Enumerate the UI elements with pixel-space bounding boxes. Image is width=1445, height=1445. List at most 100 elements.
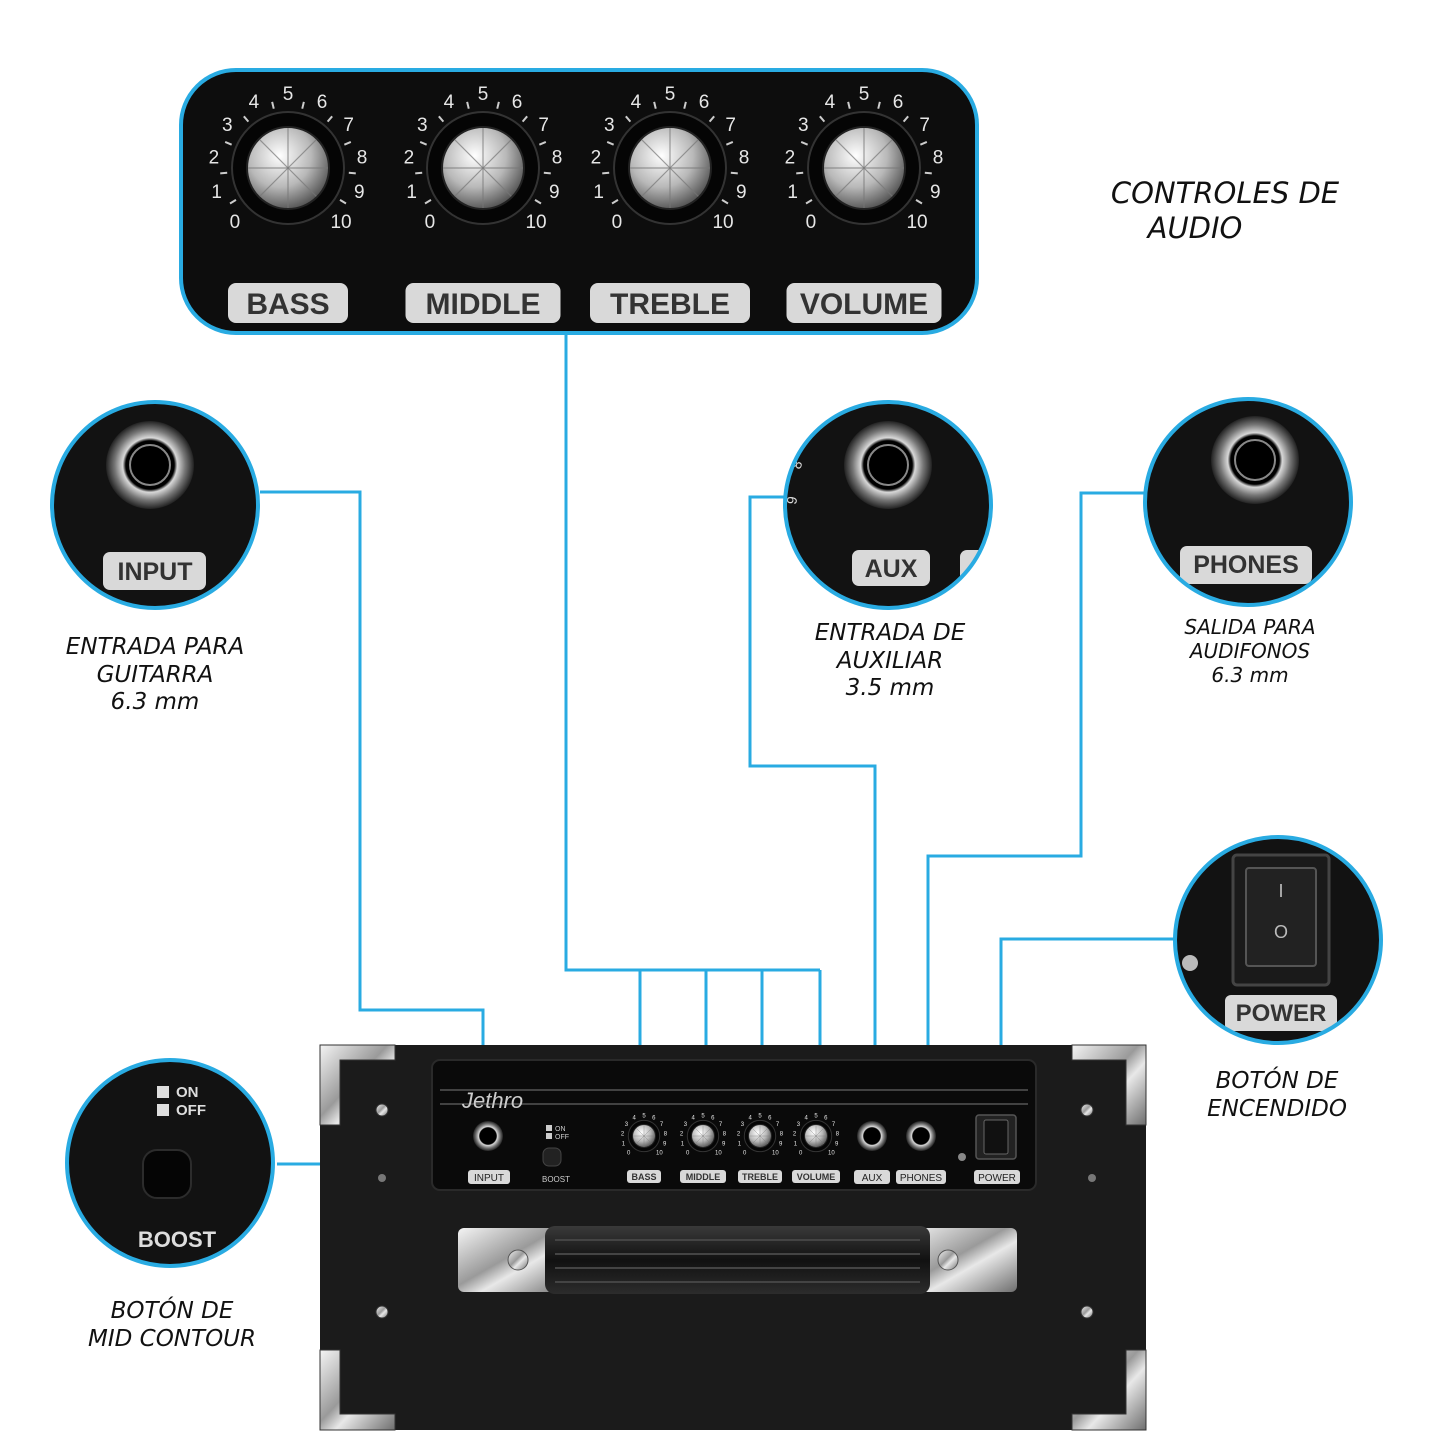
panel-middle-scale-1: 1: [406, 182, 417, 203]
panel-volume-scale-2: 2: [785, 147, 796, 168]
amp-treble-scale-7: 7: [776, 1122, 780, 1128]
amp-control-panel: [431, 1059, 1037, 1191]
amp-middle-label: MIDDLE: [686, 1172, 721, 1182]
amp-bass-scale-3: 3: [625, 1122, 629, 1128]
amp-middle-scale-9: 9: [722, 1142, 726, 1148]
amp-middle-scale-6: 6: [711, 1116, 715, 1122]
amp-boost-on: ON: [555, 1126, 566, 1133]
caption-input: ENTRADA PARA GUITARRA 6.3 mm: [50, 634, 260, 717]
panel-middle-scale-2: 2: [404, 147, 415, 168]
caption-audio-controls-line-1: CONTROLES DE: [1110, 176, 1340, 210]
caption-phones-line-2: AUDIFONOS: [1189, 639, 1311, 663]
panel-volume-scale-7: 7: [919, 115, 930, 136]
callout-aux: 8 9 AUX: [783, 400, 993, 610]
connector-input: [260, 490, 485, 1115]
caption-boost-line-2: MID CONTOUR: [88, 1325, 256, 1352]
boost-button-icon: [142, 1149, 192, 1199]
panel-volume-scale-0: 0: [806, 212, 817, 233]
caption-power-line-1: BOTÓN DE: [1215, 1068, 1339, 1094]
caption-phones-line-1: SALIDA PARA: [1184, 615, 1316, 639]
amp-aux-jack[interactable]: [857, 1121, 887, 1151]
caption-input-line-1: ENTRADA PARA: [65, 634, 245, 660]
amp-volume-scale-10: 10: [828, 1150, 835, 1156]
panel-bass-scale-10: 10: [330, 212, 351, 233]
panel-middle-scale-4: 4: [444, 92, 455, 113]
caption-aux-line-2: AUXILIAR: [836, 647, 944, 674]
panel-middle-scale-0: 0: [425, 212, 436, 233]
panel-treble-scale-6: 6: [699, 92, 710, 113]
amp-middle-scale-1: 1: [681, 1142, 685, 1148]
caption-input-line-2: GUITARRA: [96, 661, 214, 688]
amp-middle-scale-10: 10: [715, 1150, 722, 1156]
caption-audio-controls: CONTROLES DE AUDIO: [1090, 176, 1360, 246]
amp-bass-scale-10: 10: [656, 1150, 663, 1156]
panel-treble-scale-3: 3: [604, 115, 615, 136]
amp-treble-scale-10: 10: [772, 1150, 779, 1156]
amp-volume-scale-3: 3: [797, 1122, 801, 1128]
panel-treble-scale-7: 7: [725, 115, 736, 136]
panel-middle-scale-10: 10: [525, 212, 546, 233]
amp-power-switch[interactable]: [983, 1119, 1009, 1155]
callout-phones-label: PHONES: [1193, 551, 1299, 579]
carry-handle[interactable]: [458, 1226, 1017, 1294]
amp-input-label: INPUT: [474, 1173, 504, 1184]
caption-aux-line-3: 3.5 mm: [845, 675, 935, 702]
amp-bass-scale-0: 0: [627, 1150, 631, 1156]
callout-boost: ON OFF BOOST: [65, 1058, 275, 1268]
amp-treble-scale-1: 1: [738, 1142, 742, 1148]
panel-bass-scale-3: 3: [222, 115, 233, 136]
amp-volume-scale-1: 1: [794, 1142, 798, 1148]
caption-aux: ENTRADA DE AUXILIAR 3.5 mm: [785, 620, 995, 703]
amp-bass-scale-7: 7: [660, 1122, 664, 1128]
panel-volume-scale-1: 1: [787, 182, 798, 203]
amp-brand-logo: Jethro: [461, 1088, 523, 1113]
panel-bass-scale-5: 5: [283, 84, 294, 105]
amp-phones-jack[interactable]: [906, 1121, 936, 1151]
caption-aux-line-1: ENTRADA DE: [814, 620, 966, 646]
connector-aux: [748, 495, 877, 1112]
amp-input-jack[interactable]: [473, 1121, 503, 1151]
panel-volume-scale-9: 9: [930, 182, 941, 203]
amp-treble-scale-0: 0: [743, 1150, 747, 1156]
panel-volume-scale-8: 8: [933, 147, 944, 168]
amp-boost-button[interactable]: [542, 1147, 562, 1167]
amp-volume-label: VOLUME: [797, 1172, 836, 1182]
amp-bass-scale-1: 1: [622, 1142, 626, 1148]
callout-input-label: INPUT: [118, 558, 193, 586]
amp-volume-scale-4: 4: [804, 1116, 808, 1122]
panel-volume-label: VOLUME: [800, 288, 928, 321]
panel-middle-scale-6: 6: [512, 92, 523, 113]
callout-power-label: POWER: [1236, 1000, 1327, 1027]
amp-boost-off: OFF: [555, 1134, 569, 1141]
amp-power-label: POWER: [978, 1173, 1016, 1184]
amp-volume-scale-6: 6: [824, 1116, 828, 1122]
panel-treble-scale-4: 4: [631, 92, 642, 113]
caption-input-line-3: 6.3 mm: [110, 689, 200, 716]
amp-middle-scale-3: 3: [684, 1122, 688, 1128]
panel-volume-scale-6: 6: [893, 92, 904, 113]
amp-bass-scale-6: 6: [652, 1116, 656, 1122]
callout-power: I O POWER: [1173, 835, 1383, 1045]
caption-boost: BOTÓN DE MID CONTOUR: [62, 1298, 282, 1353]
caption-phones-line-3: 6.3 mm: [1211, 663, 1289, 687]
panel-volume-scale-4: 4: [825, 92, 836, 113]
panel-treble-scale-9: 9: [736, 182, 747, 203]
amp-bass-scale-5: 5: [642, 1113, 646, 1119]
amp-middle-scale-8: 8: [723, 1132, 727, 1138]
connector-controls: [564, 333, 820, 972]
callout-boost-on: ON: [176, 1084, 199, 1101]
panel-treble-label: TREBLE: [610, 288, 730, 321]
panel-middle-scale-8: 8: [552, 147, 563, 168]
panel-treble-scale-8: 8: [739, 147, 750, 168]
amp-boost-label: BOOST: [542, 1175, 570, 1184]
panel-middle-label: MIDDLE: [426, 288, 541, 321]
callout-phones: PHONES: [1143, 397, 1353, 607]
